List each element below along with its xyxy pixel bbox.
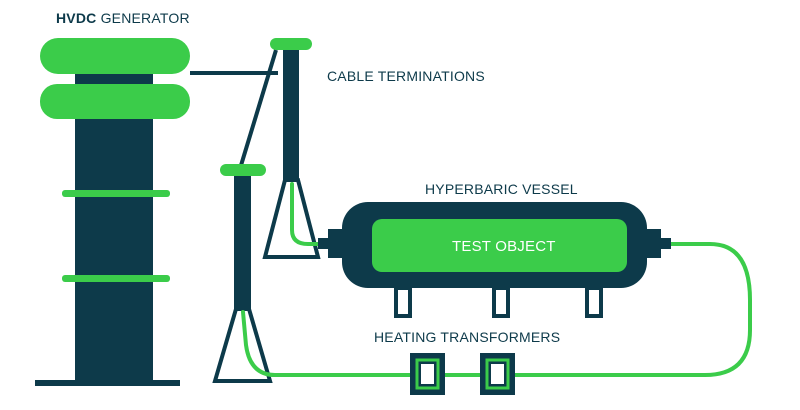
hyperbaric-vessel: [318, 202, 671, 318]
hvdc-generator: [35, 38, 190, 386]
termination-pole: [234, 176, 251, 311]
cable-terminations-label: CABLE TERMINATIONS: [327, 68, 485, 84]
hvdc-label-rest: GENERATOR: [96, 10, 190, 26]
hv-connection-wires: [190, 49, 278, 173]
hvdc-generator-label: HVDC GENERATOR: [56, 10, 190, 26]
hyperbaric-vessel-label: HYPERBARIC VESSEL: [425, 181, 578, 197]
test-object: [372, 219, 627, 272]
termination-top-electrode: [220, 164, 266, 176]
heating-transformers: [410, 353, 515, 395]
generator-ring-upper: [62, 190, 170, 197]
vessel-right-nozzle: [655, 238, 671, 249]
heating-transformers-label: HEATING TRANSFORMERS: [374, 329, 561, 345]
cable-termination-short: [212, 164, 273, 383]
termination-pole: [283, 50, 299, 182]
termination-top-electrode: [270, 38, 312, 50]
hvdc-label-bold: HVDC: [56, 10, 97, 26]
generator-corona-ring-bottom: [40, 84, 190, 119]
generator-ring-lower: [62, 275, 170, 282]
cable-termination-tall: [262, 38, 321, 259]
termination-cone: [212, 307, 273, 383]
test-cable-loop: [241, 182, 752, 377]
generator-corona-ring-top: [40, 38, 190, 74]
vessel-left-nozzle: [318, 238, 334, 249]
generator-base: [35, 380, 180, 386]
test-object-label: TEST OBJECT: [452, 238, 556, 255]
vessel-legs: [394, 286, 603, 318]
